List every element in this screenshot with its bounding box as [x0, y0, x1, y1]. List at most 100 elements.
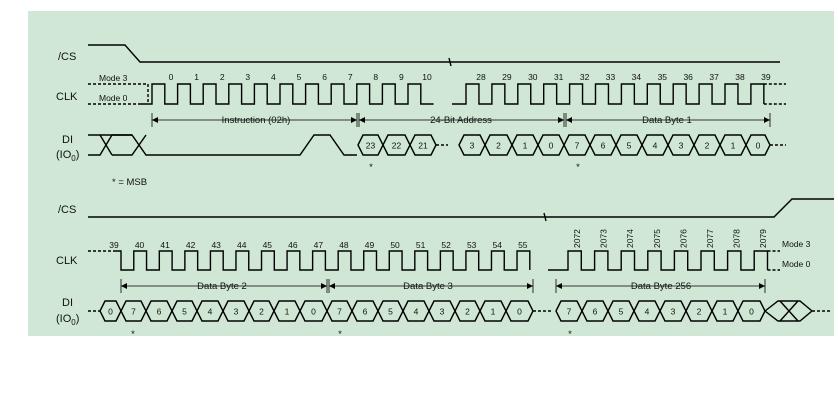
data-bit-bit: 0 [756, 141, 761, 151]
di-x2-row1 [112, 134, 147, 156]
byte256-bit-bit: 7 [567, 307, 572, 317]
clock-number: 2077 [705, 229, 715, 248]
byte2-bit-bit: 0 [311, 307, 316, 317]
addr-bit-bit: 22 [392, 141, 402, 151]
byte3-bit-bit: 7 [337, 307, 342, 317]
span-data-byte-2: Data Byte 2 [197, 281, 247, 292]
io-close: ) [76, 313, 80, 325]
span-data-byte-256: Data Byte 256 [631, 281, 691, 292]
data-bit-bit: 2 [705, 141, 710, 151]
break-mark [543, 212, 547, 222]
clock-number: 48 [339, 240, 349, 250]
waveforms [88, 44, 834, 322]
clock-number: 2 [220, 72, 225, 82]
clock-number: 5 [297, 72, 302, 82]
data-bit-bit: 4 [653, 141, 658, 151]
byte256-bit-bit: 3 [671, 307, 676, 317]
span-instruction: Instruction (02h) [222, 115, 291, 126]
data-bit-bit: 1 [731, 141, 736, 151]
watermark: 掘金技术社区 @ 机器学习之心AI [500, 367, 763, 388]
clock-number: 6 [322, 72, 327, 82]
span-data-3-arrow-right [527, 283, 533, 289]
clock-number: 39 [761, 72, 771, 82]
addr-bit-bit: 2 [496, 141, 501, 151]
data-bit-bit: 5 [627, 141, 632, 151]
clock-number: 8 [373, 72, 378, 82]
io-open: (IO [56, 313, 72, 325]
byte2-bit-bit: 1 [285, 307, 290, 317]
mode3-label-row2: Mode 3 [782, 239, 811, 249]
data-bit-bit: 7 [575, 141, 580, 151]
clock-number: 2078 [732, 229, 742, 248]
byte256-bit-bit: 6 [593, 307, 598, 317]
span-instruction-arrow-left [152, 117, 158, 123]
byte3-bit-bit: 2 [465, 307, 470, 317]
byte3-bit-bit: 6 [363, 307, 368, 317]
addr-bit-bit: 0 [549, 141, 554, 151]
io-label-row1: (IO0) [56, 149, 79, 163]
byte3-bit-bit: 0 [517, 307, 522, 317]
span-address-arrow-left [359, 117, 365, 123]
msb-marker: * [369, 162, 373, 173]
addr-bit-bit: 21 [418, 141, 428, 151]
addr-bit-bit: 23 [366, 141, 376, 151]
msb-marker: * [131, 329, 135, 340]
span-data-1-arrow-right [764, 117, 770, 123]
span-address: 24-Bit Address [430, 115, 492, 126]
clock-number: 7 [348, 72, 353, 82]
byte3-bit-bit: 1 [491, 307, 496, 317]
clock-number: 54 [493, 240, 503, 250]
di-end-x [779, 300, 799, 322]
clock-number: 55 [518, 240, 528, 250]
msb-marker: * [568, 329, 572, 340]
addr-bit-bit: 3 [470, 141, 475, 151]
break-mark [448, 57, 452, 67]
io-sub: 0 [71, 154, 76, 163]
mode0-label-row2: Mode 0 [782, 259, 811, 269]
clock-number: 3 [245, 72, 250, 82]
clock-number: 43 [211, 240, 221, 250]
diagram-panel [28, 11, 834, 336]
di-x-row1 [88, 134, 132, 156]
clk-waveform-row2a [113, 250, 531, 271]
io-open: (IO [56, 149, 72, 161]
clk-mode3-row1 [88, 83, 149, 104]
span-data-byte-1: Data Byte 1 [642, 115, 692, 126]
clk-waveform-row1a [140, 83, 434, 105]
di-instruction-row1 [100, 134, 357, 156]
addr-bit-bit: 1 [523, 141, 528, 151]
span-data-2-arrow-left [121, 283, 127, 289]
byte2-bit-bit: 3 [234, 307, 239, 317]
clock-number: 50 [390, 240, 400, 250]
byte256-bit-bit: 4 [645, 307, 650, 317]
clock-number: 4 [271, 72, 276, 82]
data-bit-bit: 3 [679, 141, 684, 151]
clock-number: 33 [606, 72, 616, 82]
clock-number: 2076 [678, 229, 688, 248]
msb-marker: * [576, 162, 580, 173]
byte256-bit-bit: 0 [749, 307, 754, 317]
byte256-bit-bit: 1 [723, 307, 728, 317]
clk-waveform-row2b [548, 250, 769, 271]
clock-number: 46 [288, 240, 298, 250]
clock-number: 51 [416, 240, 426, 250]
byte256-bit-bit: 2 [697, 307, 702, 317]
byte3-bit-bit: 4 [414, 307, 419, 317]
clock-number: 2074 [625, 229, 635, 248]
clock-number: 35 [658, 72, 668, 82]
mode3-label-row1: Mode 3 [99, 73, 128, 83]
clock-number: 9 [399, 72, 404, 82]
clock-number: 34 [632, 72, 642, 82]
clock-number: 10 [422, 72, 432, 82]
clock-number: 2073 [599, 229, 609, 248]
clk-waveform-row1b [452, 83, 765, 105]
span-instruction-arrow-right [351, 117, 357, 123]
clock-number: 2075 [652, 229, 662, 248]
cs-waveform-row2 [88, 198, 834, 218]
lead-bit-bit: 0 [108, 307, 113, 317]
cs-waveform-row1 [88, 44, 780, 63]
clock-number: 53 [467, 240, 477, 250]
